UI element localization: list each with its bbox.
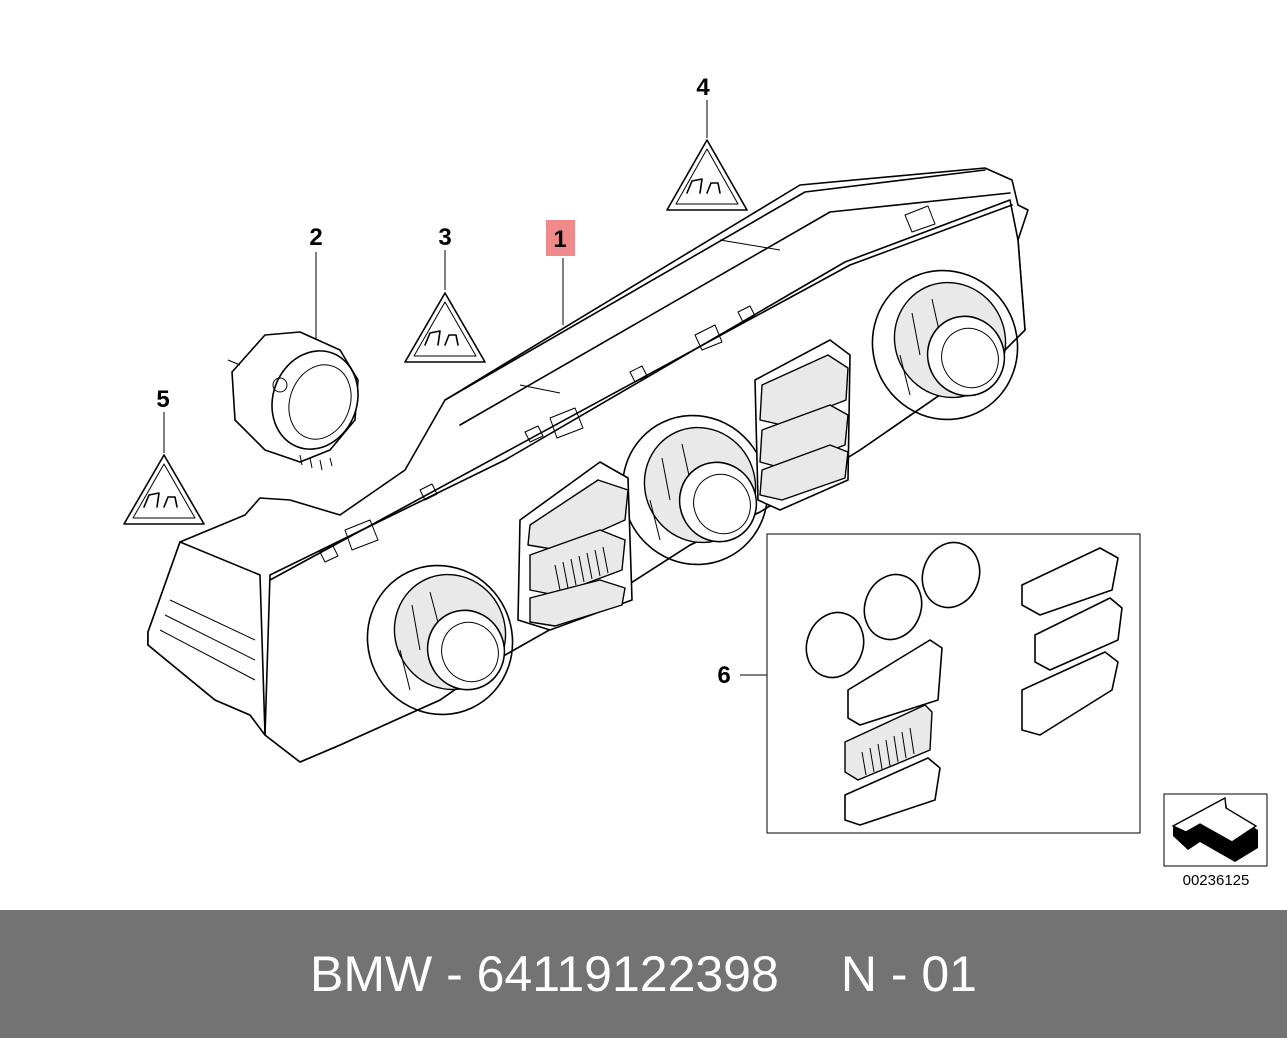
callout-5: 5 [156,386,169,413]
warning-triangle-icon [123,454,205,525]
left-temperature-knob [366,564,514,716]
callout-3: 3 [438,224,451,251]
footer-bar: BMW - 64119122398 N - 01 [0,910,1287,1038]
right-button-stack [754,339,851,511]
callout-6: 6 [717,662,730,689]
warning-triangle-icon [666,139,748,211]
warning-triangle-icon [404,292,486,363]
diagram-code: 00236125 [1183,872,1250,889]
ring-connector-part [227,331,359,471]
part-number-text: BMW - 64119122398 [310,946,779,1002]
callout-4: 4 [696,74,710,101]
callout-1-highlight [546,220,575,256]
leader-lines [163,100,767,676]
variant-text: N - 01 [840,946,977,1002]
left-button-stack [517,461,633,631]
center-fan-knob [621,414,769,566]
parts-diagram: 1 2 3 4 5 6 00236125 [123,74,1268,889]
footer-text: BMW - 64119122398 N - 01 [0,910,1287,1038]
callout-2: 2 [309,224,322,251]
right-temperature-knob [871,269,1019,421]
direction-arrow-icon [1163,793,1268,867]
climate-control-panel [147,167,1029,763]
button-kit-frame [766,533,1141,834]
callout-1: 1 [553,226,566,253]
